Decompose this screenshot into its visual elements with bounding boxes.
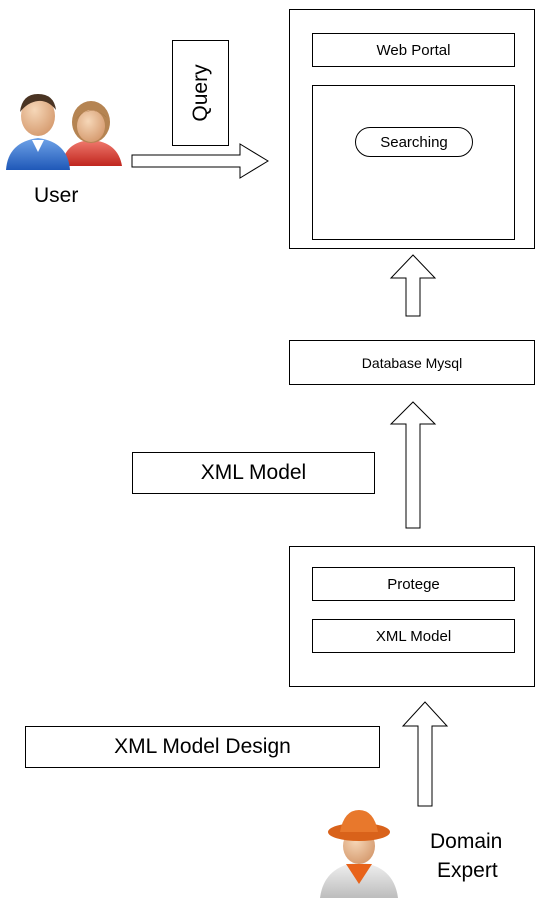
users-icon — [6, 94, 122, 170]
query-label-box: Query — [172, 40, 229, 146]
query-label: Query — [188, 64, 212, 122]
expert-to-tool-arrow — [401, 701, 449, 807]
searching-button[interactable]: Searching — [355, 127, 473, 157]
user-to-portal-arrow — [131, 143, 269, 179]
tool-to-database-arrow — [389, 401, 437, 529]
domain-expert-label-line2: Expert — [437, 859, 498, 882]
xml-model-label: XML Model — [132, 452, 375, 494]
domain-expert-label-line1: Domain — [430, 830, 503, 853]
protege-box: Protege — [312, 567, 515, 601]
user-label: User — [34, 184, 79, 207]
domain-expert-icon — [320, 810, 398, 898]
database-to-portal-arrow — [389, 254, 437, 317]
xml-model-design-label: XML Model Design — [25, 726, 380, 768]
tool-xml-model-box: XML Model — [312, 619, 515, 653]
database-box: Database Mysql — [289, 340, 535, 385]
web-portal-box: Web Portal — [312, 33, 515, 67]
searching-panel — [312, 85, 515, 240]
